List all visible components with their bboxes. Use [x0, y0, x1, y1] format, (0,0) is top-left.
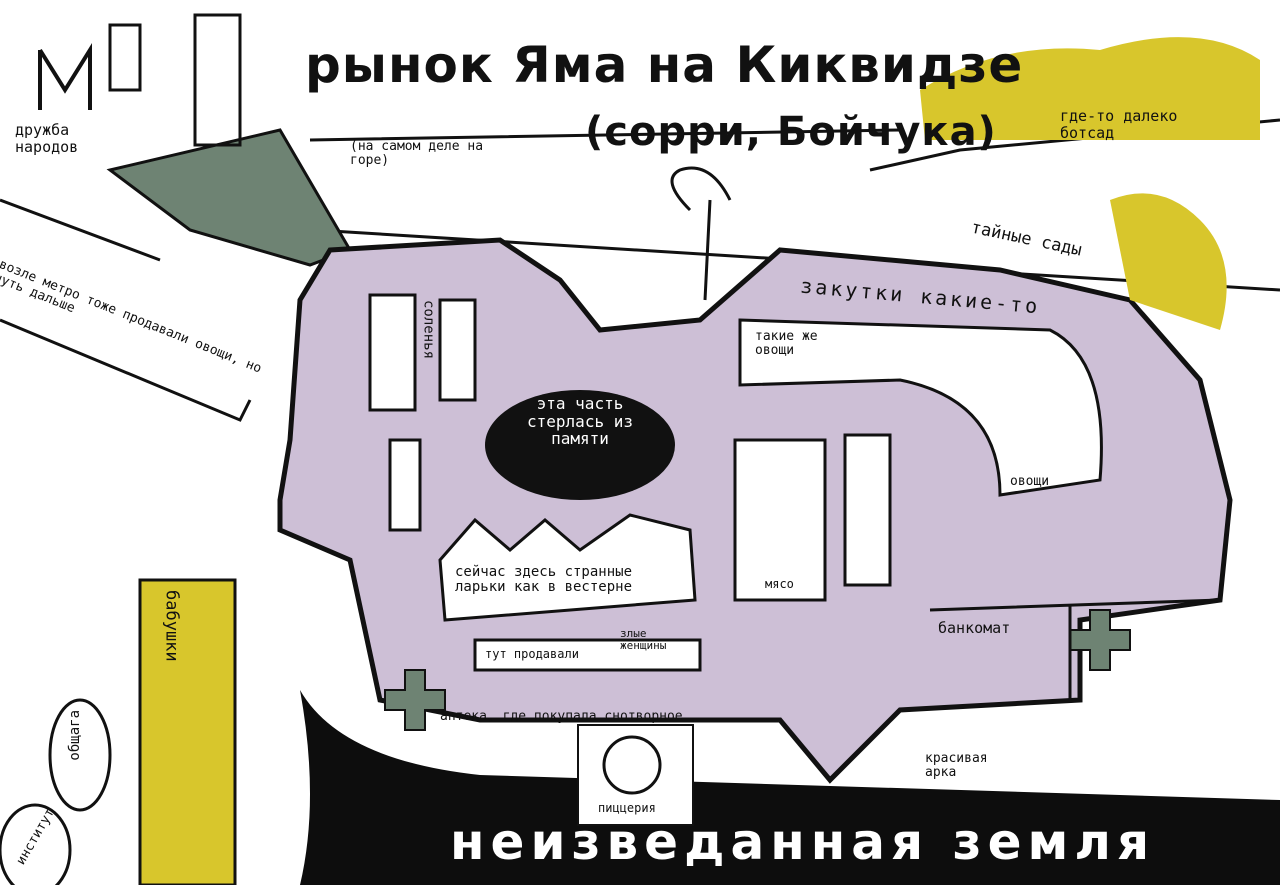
institute-oval	[0, 803, 72, 885]
grannies-label: бабушки	[161, 590, 182, 662]
road	[0, 118, 1280, 422]
evil-women-label-b: злые женщины	[620, 627, 667, 653]
carrot-stall	[388, 438, 422, 532]
erased-blob	[485, 390, 675, 500]
building-icon	[108, 23, 142, 92]
druzhba-narodov-label: дружба народов	[15, 121, 79, 156]
pharmacy-cross-icon	[384, 669, 446, 731]
pickles-label: соленья	[420, 300, 437, 360]
building-icon	[193, 13, 242, 147]
pickles-stall	[368, 293, 417, 412]
atm-label: банкомат	[938, 619, 1011, 637]
park-area	[106, 128, 353, 267]
tree-icon	[1110, 193, 1227, 330]
botsad-area	[920, 37, 1260, 141]
tree-icon	[670, 166, 732, 301]
grannies-strip	[138, 578, 237, 885]
sausage-stall	[843, 433, 892, 587]
map-title: рынок Яма на Киквидзе	[305, 36, 1024, 94]
same-veg-label: такие же овощи	[755, 329, 818, 359]
dorm-oval	[48, 698, 112, 812]
pizza-icon	[602, 735, 662, 795]
on-hill-note: (на самом деле на горе)	[350, 139, 484, 169]
western-stalls-label: сейчас здесь странные ларьки как в весте…	[455, 564, 633, 596]
arch-label: красивая арка	[925, 751, 988, 781]
western-stalls	[438, 513, 697, 622]
meat-stall	[733, 438, 827, 602]
dorm-label: общага	[67, 710, 83, 761]
veg-stalls	[738, 318, 1103, 497]
building-icon	[38, 43, 92, 110]
pizzeria-label: пиццерия	[598, 801, 656, 815]
pharmacy-label: аптека, где покупала снотворное	[440, 709, 683, 724]
atm-building	[929, 598, 1221, 700]
veg-label: овощи	[1010, 474, 1050, 489]
erased-label: эта часть стерлась из памяти	[527, 394, 633, 449]
meat-label: мясо	[765, 577, 794, 591]
unknown-land-area	[300, 690, 1280, 885]
map-subtitle: (сорри, Бойчука)	[585, 109, 997, 155]
evil-women-stall	[473, 638, 702, 672]
pickles-stall	[438, 298, 477, 402]
botsad-label: где-то далеко ботсад	[1060, 107, 1178, 142]
unknown-land-label: неизведанная земля	[450, 813, 1156, 871]
evil-women-label-a: тут продавали	[485, 647, 579, 661]
